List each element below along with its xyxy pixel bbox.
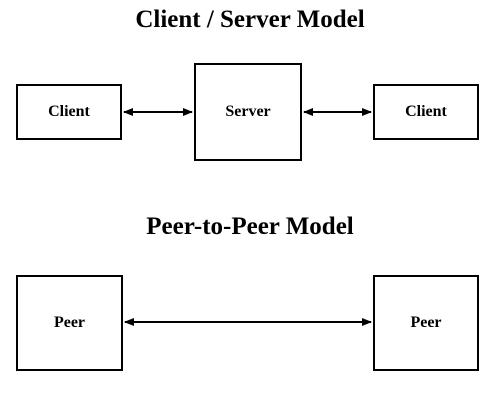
- server-box: Server: [194, 63, 302, 161]
- peer-right-box: Peer: [373, 275, 479, 371]
- peer-left-box: Peer: [16, 275, 123, 371]
- peer-to-peer-title: Peer-to-Peer Model: [146, 213, 354, 240]
- client-server-title: Client / Server Model: [135, 6, 365, 33]
- client-right-label: Client: [405, 103, 447, 120]
- client-right-box: Client: [373, 84, 479, 140]
- peer-right-label: Peer: [410, 314, 442, 331]
- peer-left-label: Peer: [53, 314, 86, 331]
- client-left-label: Client: [48, 103, 90, 120]
- client-left-box: Client: [16, 84, 122, 140]
- server-label: Server: [225, 103, 271, 120]
